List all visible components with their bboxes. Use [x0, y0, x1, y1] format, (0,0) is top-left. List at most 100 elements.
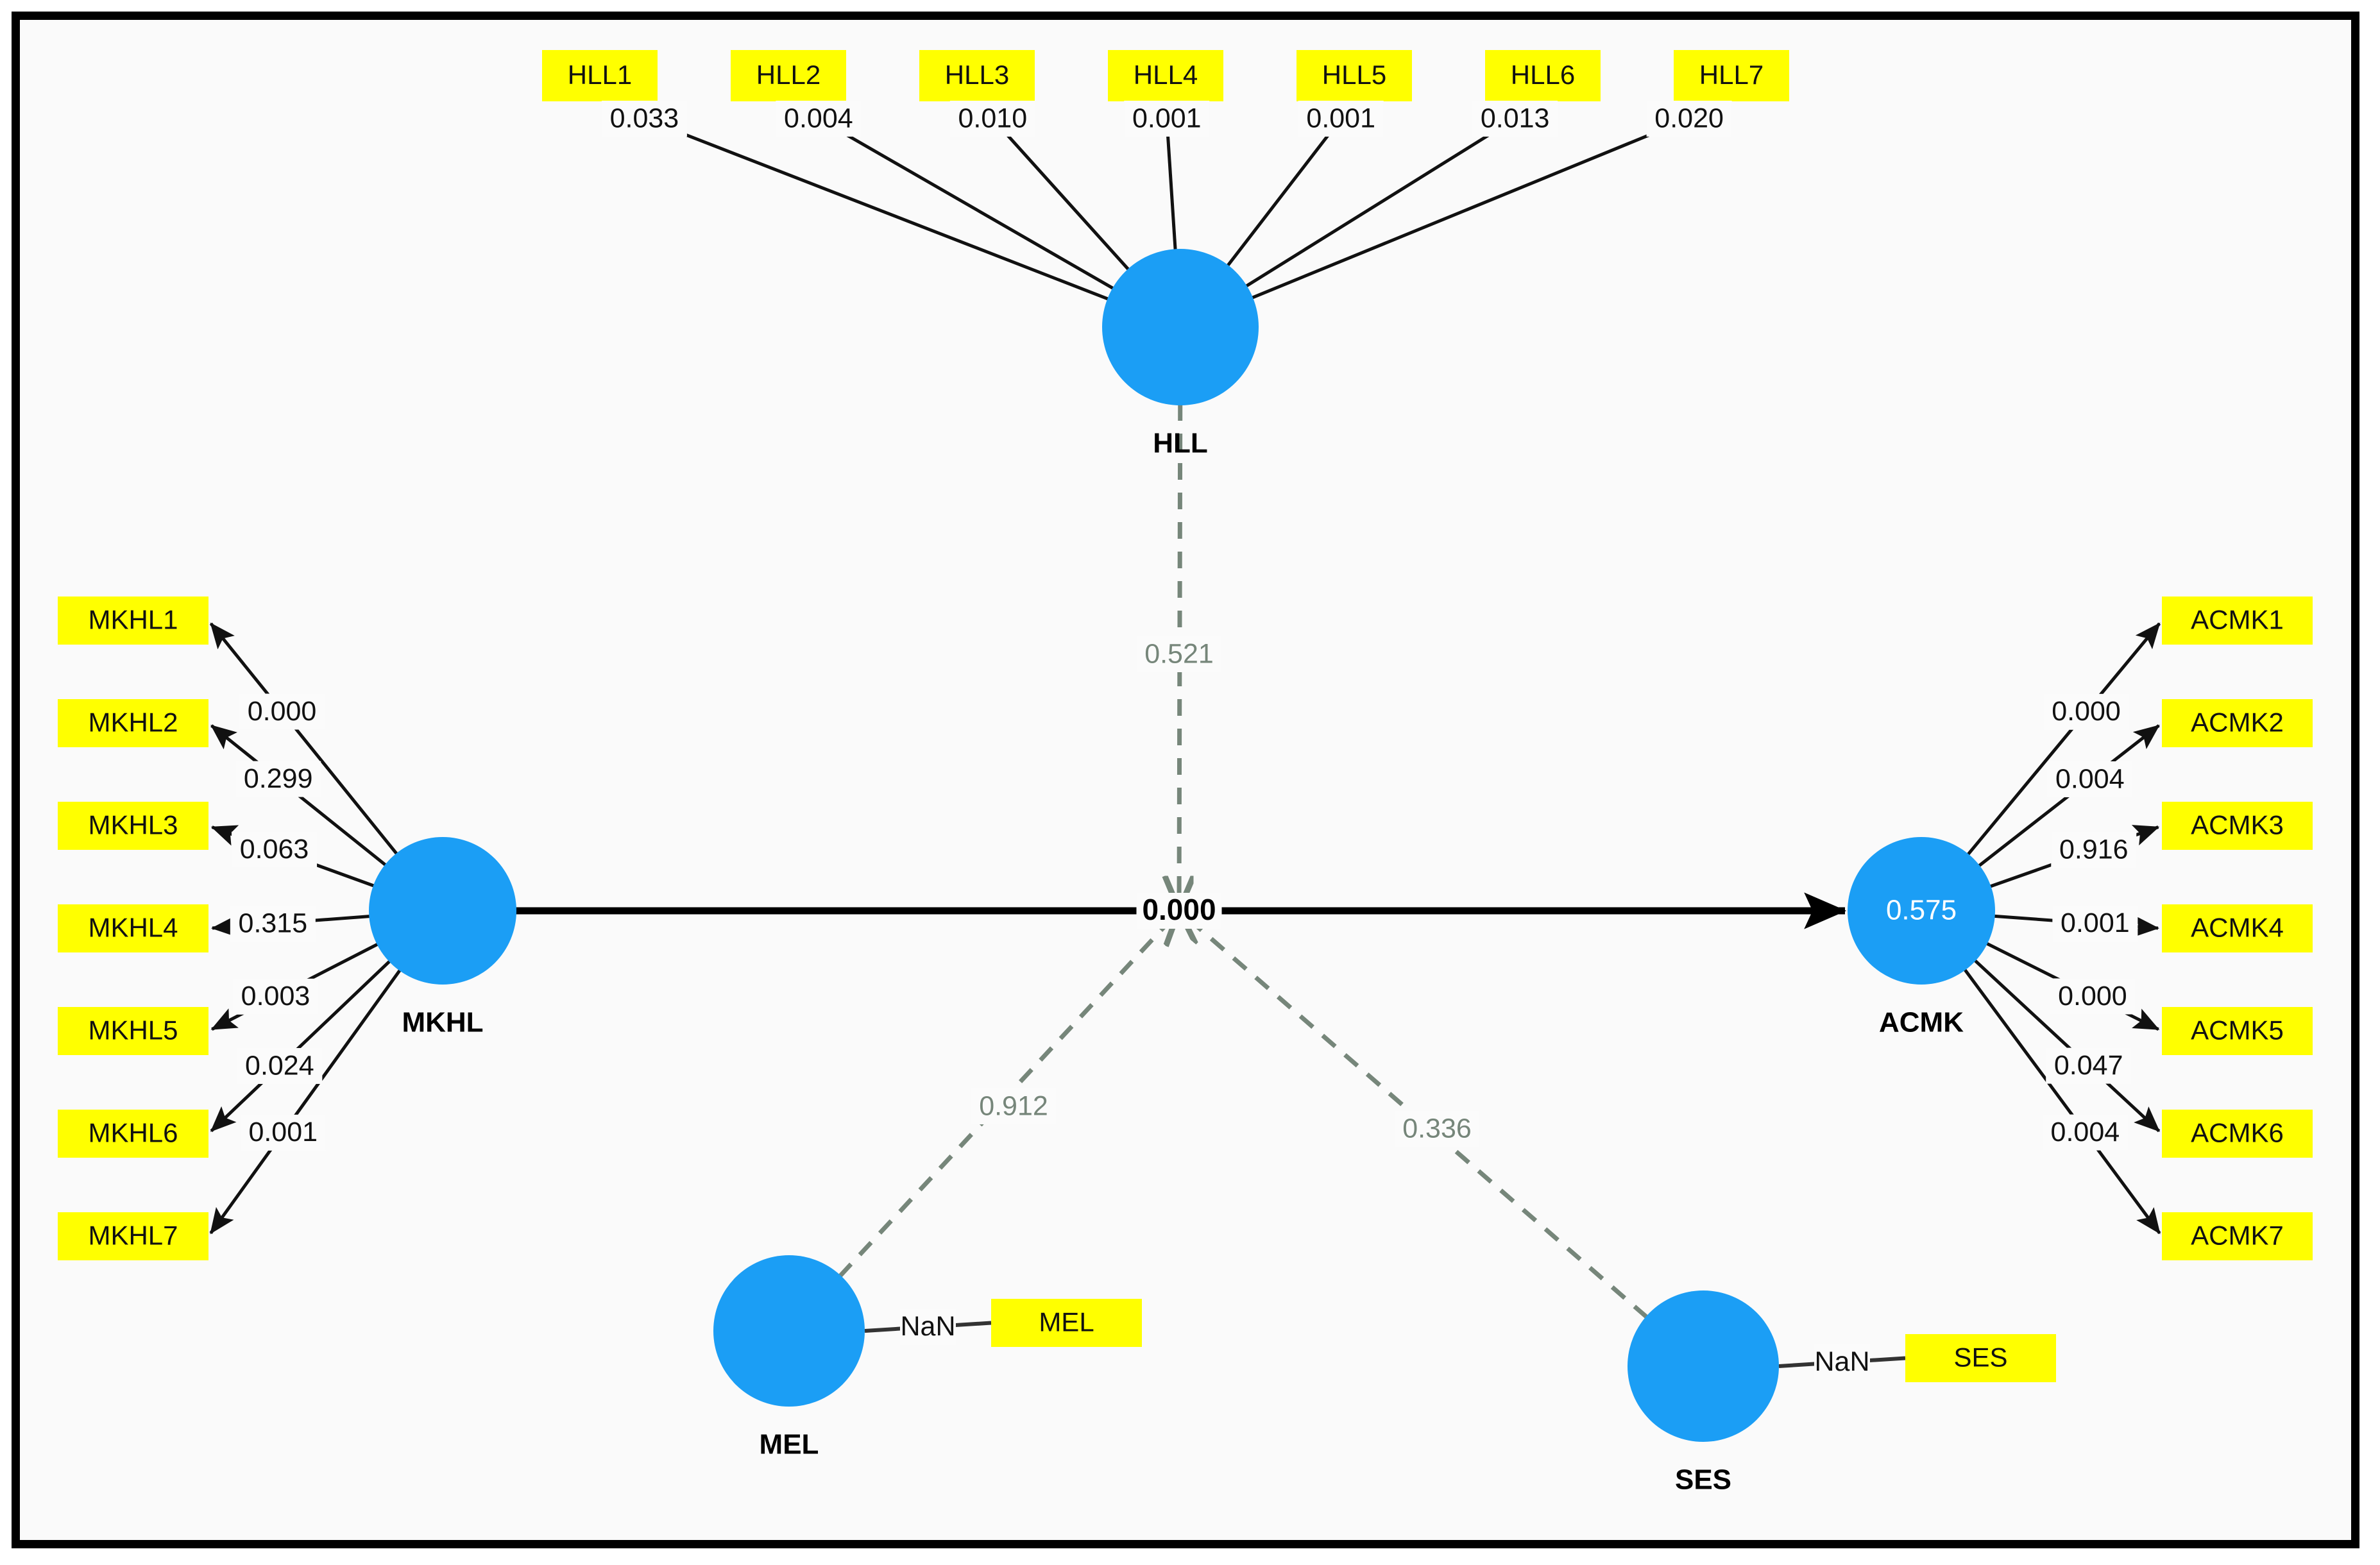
indicator-node[interactable]: MKHL6 — [58, 1110, 208, 1158]
measurement-coefficient-text: 0.013 — [1481, 103, 1550, 133]
indicator-node[interactable]: HLL6 — [1485, 50, 1601, 101]
indicator-node[interactable]: HLL7 — [1674, 50, 1789, 101]
measurement-coefficient-text: 0.063 — [240, 834, 309, 865]
measurement-coefficient-text: 0.001 — [2061, 908, 2130, 938]
measurement-coefficient: 0.004 — [2042, 1114, 2128, 1151]
latent-variable-ses[interactable]: SES — [1628, 1290, 1779, 1496]
indicator-node[interactable]: MKHL4 — [58, 904, 208, 952]
measurement-coefficient: NaN — [900, 1308, 956, 1345]
indicator-node[interactable]: MKHL3 — [58, 802, 208, 850]
indicator-node[interactable]: HLL5 — [1296, 50, 1412, 101]
measurement-coefficient-text: 0.001 — [248, 1117, 318, 1147]
indicator-box[interactable] — [2162, 802, 2313, 850]
nodes-layer: HLL1 HLL2 HLL3 HLL4 HLL5 HLL6 HLL7MKHL1MKHL2MK… — [58, 50, 2313, 1496]
indicator-label: HLL2 — [756, 60, 820, 90]
indicator-box[interactable] — [58, 1212, 208, 1260]
indicator-box[interactable] — [58, 596, 208, 645]
indicator-node[interactable]: ACMK6 — [2162, 1110, 2313, 1158]
indicator-box[interactable] — [58, 1110, 208, 1158]
measurement-coefficient-text: 0.004 — [2051, 1117, 2120, 1147]
indicator-node[interactable]: MKHL7 — [58, 1212, 208, 1260]
indicator-node[interactable]: HLL2 — [731, 50, 846, 101]
indicator-label: MKHL7 — [88, 1221, 178, 1251]
indicator-box[interactable] — [58, 1007, 208, 1055]
measurement-coefficient-text: 0.000 — [2058, 981, 2127, 1011]
indicator-label: HLL3 — [945, 60, 1009, 90]
indicator-label: HLL1 — [568, 60, 632, 90]
measurement-coefficient: 0.004 — [776, 101, 862, 137]
indicator-node[interactable]: MKHL2 — [58, 699, 208, 747]
indicator-label: HLL7 — [1699, 60, 1764, 90]
latent-circle[interactable] — [1848, 837, 1995, 985]
measurement-edge — [209, 622, 400, 857]
latent-variable-mel[interactable]: MEL — [713, 1255, 865, 1460]
indicator-node[interactable]: ACMK1 — [2162, 596, 2313, 645]
indicator-box[interactable] — [58, 904, 208, 952]
indicator-node[interactable]: MKHL1 — [58, 596, 208, 645]
indicator-node[interactable]: SES — [1905, 1334, 2056, 1382]
measurement-coefficient-text: 0.916 — [2059, 834, 2129, 865]
indicator-label: MKHL4 — [88, 913, 178, 943]
latent-circle[interactable] — [369, 837, 516, 985]
indicator-node[interactable]: ACMK3 — [2162, 802, 2313, 850]
latent-variable-hll[interactable]: HLL — [1102, 249, 1259, 459]
measurement-coefficient-text: 0.004 — [784, 103, 853, 133]
latent-name-label: HLL — [1153, 428, 1208, 459]
indicator-label: MKHL5 — [88, 1015, 178, 1045]
indicator-node[interactable]: MKHL5 — [58, 1007, 208, 1055]
indicator-box[interactable] — [2162, 596, 2313, 645]
indicator-label: HLL5 — [1322, 60, 1386, 90]
measurement-coefficient: 0.001 — [2052, 905, 2138, 942]
measurement-coefficient-text: 0.010 — [958, 103, 1028, 133]
latent-circle[interactable] — [1102, 249, 1259, 405]
latent-circle[interactable] — [713, 1255, 865, 1407]
indicator-label: ACMK2 — [2191, 707, 2284, 738]
indicator-box[interactable] — [58, 699, 208, 747]
indicator-label: ACMK5 — [2191, 1015, 2284, 1045]
indicator-box[interactable] — [2162, 1007, 2313, 1055]
indicator-box[interactable] — [58, 802, 208, 850]
indicator-label: MKHL1 — [88, 605, 178, 635]
measurement-coefficient-text: NaN — [900, 1311, 955, 1342]
indicator-box[interactable] — [1905, 1334, 2056, 1382]
indicator-box[interactable] — [1108, 50, 1223, 101]
structural-coefficient-hll: 0.521 — [1136, 636, 1222, 672]
latent-variable-mkhl[interactable]: MKHL — [369, 837, 516, 1038]
latent-r2-value: 0.575 — [1886, 895, 1957, 926]
indicator-box[interactable] — [2162, 904, 2313, 952]
measurement-edge — [1965, 622, 2161, 858]
measurement-coefficient: 0.020 — [1646, 101, 1732, 137]
measurement-coefficient-text: 0.003 — [241, 981, 310, 1011]
indicator-box[interactable] — [919, 50, 1035, 101]
indicator-node[interactable]: HLL4 — [1108, 50, 1223, 101]
measurement-coefficient: 0.916 — [2051, 832, 2137, 868]
measurement-coefficient-text: 0.033 — [610, 103, 679, 133]
indicator-box[interactable] — [542, 50, 658, 101]
indicator-box[interactable] — [1485, 50, 1601, 101]
indicator-label: ACMK1 — [2191, 605, 2284, 635]
indicator-node[interactable]: ACMK4 — [2162, 904, 2313, 952]
measurement-coefficient: 0.047 — [2046, 1047, 2132, 1084]
indicator-box[interactable] — [1296, 50, 1412, 101]
indicator-box[interactable] — [731, 50, 846, 101]
measurement-edge — [1962, 967, 2161, 1235]
indicator-node[interactable]: HLL3 — [919, 50, 1035, 101]
indicator-node[interactable]: MEL — [991, 1299, 1142, 1347]
indicator-box[interactable] — [2162, 699, 2313, 747]
indicator-box[interactable] — [1674, 50, 1789, 101]
indicator-label: MKHL6 — [88, 1118, 178, 1148]
measurement-coefficient: 0.315 — [230, 905, 316, 942]
structural-coefficient-hll-text: 0.521 — [1144, 638, 1214, 669]
indicator-box[interactable] — [991, 1299, 1142, 1347]
indicator-node[interactable]: ACMK7 — [2162, 1212, 2313, 1260]
latent-name-label: MEL — [760, 1429, 819, 1460]
indicator-node[interactable]: ACMK5 — [2162, 1007, 2313, 1055]
indicator-box[interactable] — [2162, 1212, 2313, 1260]
structural-coefficient-mel: 0.912 — [971, 1088, 1057, 1124]
indicator-node[interactable]: HLL1 — [542, 50, 658, 101]
latent-circle[interactable] — [1628, 1290, 1779, 1442]
indicator-box[interactable] — [2162, 1110, 2313, 1158]
indicator-node[interactable]: ACMK2 — [2162, 699, 2313, 747]
indicator-label: MKHL3 — [88, 810, 178, 840]
